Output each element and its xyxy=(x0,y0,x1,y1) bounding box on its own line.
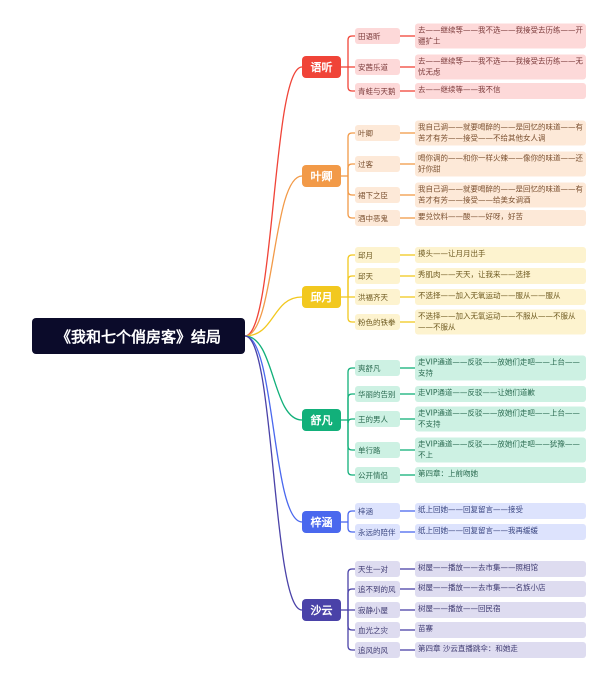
sub-connector xyxy=(347,510,355,522)
route-node[interactable]: 天生一对 xyxy=(355,561,400,577)
sub-connector xyxy=(347,163,355,176)
root-connector xyxy=(244,175,303,337)
sub-connector xyxy=(347,35,355,67)
route-node[interactable]: 青蛙与天鹅 xyxy=(355,83,400,99)
sub-connector xyxy=(347,610,355,651)
route-node[interactable]: 单行路 xyxy=(355,442,400,458)
sub-connector xyxy=(347,367,355,420)
root-connector xyxy=(244,296,303,337)
sub-connector xyxy=(347,420,355,476)
sub-connector xyxy=(347,297,355,323)
route-node[interactable]: 粉色的铁拳 xyxy=(355,314,400,330)
root-connector xyxy=(244,335,303,421)
route-node[interactable]: 田语昕 xyxy=(355,28,400,44)
route-node[interactable]: 公开情侣 xyxy=(355,467,400,483)
route-node[interactable]: 永远的陪伴 xyxy=(355,524,400,540)
ending-path-node[interactable]: 去——继续等——我不选——我接受去历练——无忧无虑 xyxy=(415,54,586,80)
root-connector xyxy=(244,66,303,337)
ending-path-node[interactable]: 纸上回她——回复留言——接受 xyxy=(415,503,586,519)
sub-connector xyxy=(347,132,355,176)
ending-path-node[interactable]: 走VIP通道——反驳——放她们走吧——上台——支持 xyxy=(415,355,586,381)
sub-connector xyxy=(347,176,355,196)
ending-path-node[interactable]: 走VIP通道——反驳——放她们走吧——犹豫——不上 xyxy=(415,437,586,463)
ending-path-node[interactable]: 我自己调——就要喝醉的——是回忆的味道——有苦才有芳——接受——给美女调酒 xyxy=(415,182,586,208)
sub-connector xyxy=(347,275,355,297)
branch-node[interactable]: 语听 xyxy=(302,56,341,78)
route-node[interactable]: 过客 xyxy=(355,156,400,172)
route-node[interactable]: 寂静小屋 xyxy=(355,602,400,618)
ending-path-node[interactable]: 纸上回她——回复留言——我再缓缓 xyxy=(415,524,586,540)
ending-path-node[interactable]: 喝你调的——和你一样火辣——像你的味道——还好你甜 xyxy=(415,151,586,177)
ending-path-node[interactable]: 不选择——加入无氧运动——不服从——不服从——不服从 xyxy=(415,309,586,335)
sub-connector xyxy=(347,67,355,92)
route-node[interactable]: 邱天 xyxy=(355,268,400,284)
ending-path-node[interactable]: 第四章 沙云直播跳伞：和她走 xyxy=(415,642,586,658)
ending-path-node[interactable]: 树屋——播放——回民宿 xyxy=(415,602,586,618)
ending-path-node[interactable]: 秀肌肉——天天，让我来——选择 xyxy=(415,268,586,284)
route-node[interactable]: 梓涵 xyxy=(355,503,400,519)
ending-path-node[interactable]: 我自己调——就要喝醉的——是回忆的味道——有苦才有芳——接受——不给其他女人调 xyxy=(415,120,586,146)
sub-connector xyxy=(347,254,355,297)
ending-path-node[interactable]: 去——继续等——我不信 xyxy=(415,83,586,99)
ending-path-node[interactable]: 树屋——播放——去市集——名族小店 xyxy=(415,581,586,597)
ending-path-node[interactable]: 树屋——播放——去市集——照相馆 xyxy=(415,561,586,577)
route-node[interactable]: 洪福齐天 xyxy=(355,289,400,305)
ending-path-node[interactable]: 第四章：上前吻她 xyxy=(415,467,586,483)
route-node[interactable]: 追不到的风 xyxy=(355,581,400,597)
branch-node[interactable]: 叶卿 xyxy=(302,165,341,187)
route-node[interactable]: 酒中恶鬼 xyxy=(355,210,400,226)
ending-path-node[interactable]: 去——继续等——我不选——我接受去历练——开疆扩土 xyxy=(415,23,586,49)
sub-connector xyxy=(347,610,355,631)
sub-connector xyxy=(347,176,355,219)
root-connector xyxy=(244,335,303,523)
sub-connector xyxy=(347,568,355,610)
route-node[interactable]: 追风的风 xyxy=(355,642,400,658)
ending-path-node[interactable]: 走VIP通道——反驳——放她们走吧——上台——不支持 xyxy=(415,406,586,432)
route-node[interactable]: 血光之灾 xyxy=(355,622,400,638)
route-node[interactable]: 叶卿 xyxy=(355,125,400,141)
route-node[interactable]: 华丽的告别 xyxy=(355,386,400,402)
ending-path-node[interactable]: 苗寨 xyxy=(415,622,586,638)
branch-node[interactable]: 梓涵 xyxy=(302,511,341,533)
sub-connector xyxy=(347,420,355,451)
branch-node[interactable]: 邱月 xyxy=(302,286,341,308)
root-node[interactable]: 《我和七个俏房客》结局 xyxy=(32,318,245,354)
root-connector xyxy=(244,335,303,611)
branch-node[interactable]: 沙云 xyxy=(302,599,341,621)
sub-connector xyxy=(347,588,355,610)
ending-path-node[interactable]: 摸头——让月月出手 xyxy=(415,247,586,263)
ending-path-node[interactable]: 不选择——加入无氧运动——服从——服从 xyxy=(415,289,586,305)
route-node[interactable]: 邱月 xyxy=(355,247,400,263)
ending-path-node[interactable]: 要兑饮料——酸——好呀，好苦 xyxy=(415,210,586,226)
ending-path-node[interactable]: 走VIP通道——反驳——让她们道歉 xyxy=(415,386,586,402)
route-node[interactable]: 爽舒凡 xyxy=(355,360,400,376)
route-node[interactable]: 裙下之臣 xyxy=(355,187,400,203)
route-node[interactable]: 王的男人 xyxy=(355,411,400,427)
branch-node[interactable]: 舒凡 xyxy=(302,409,341,431)
sub-connector xyxy=(347,418,355,424)
sub-connector xyxy=(347,522,355,533)
route-node[interactable]: 安茜乐道 xyxy=(355,59,400,75)
sub-connector xyxy=(347,393,355,420)
